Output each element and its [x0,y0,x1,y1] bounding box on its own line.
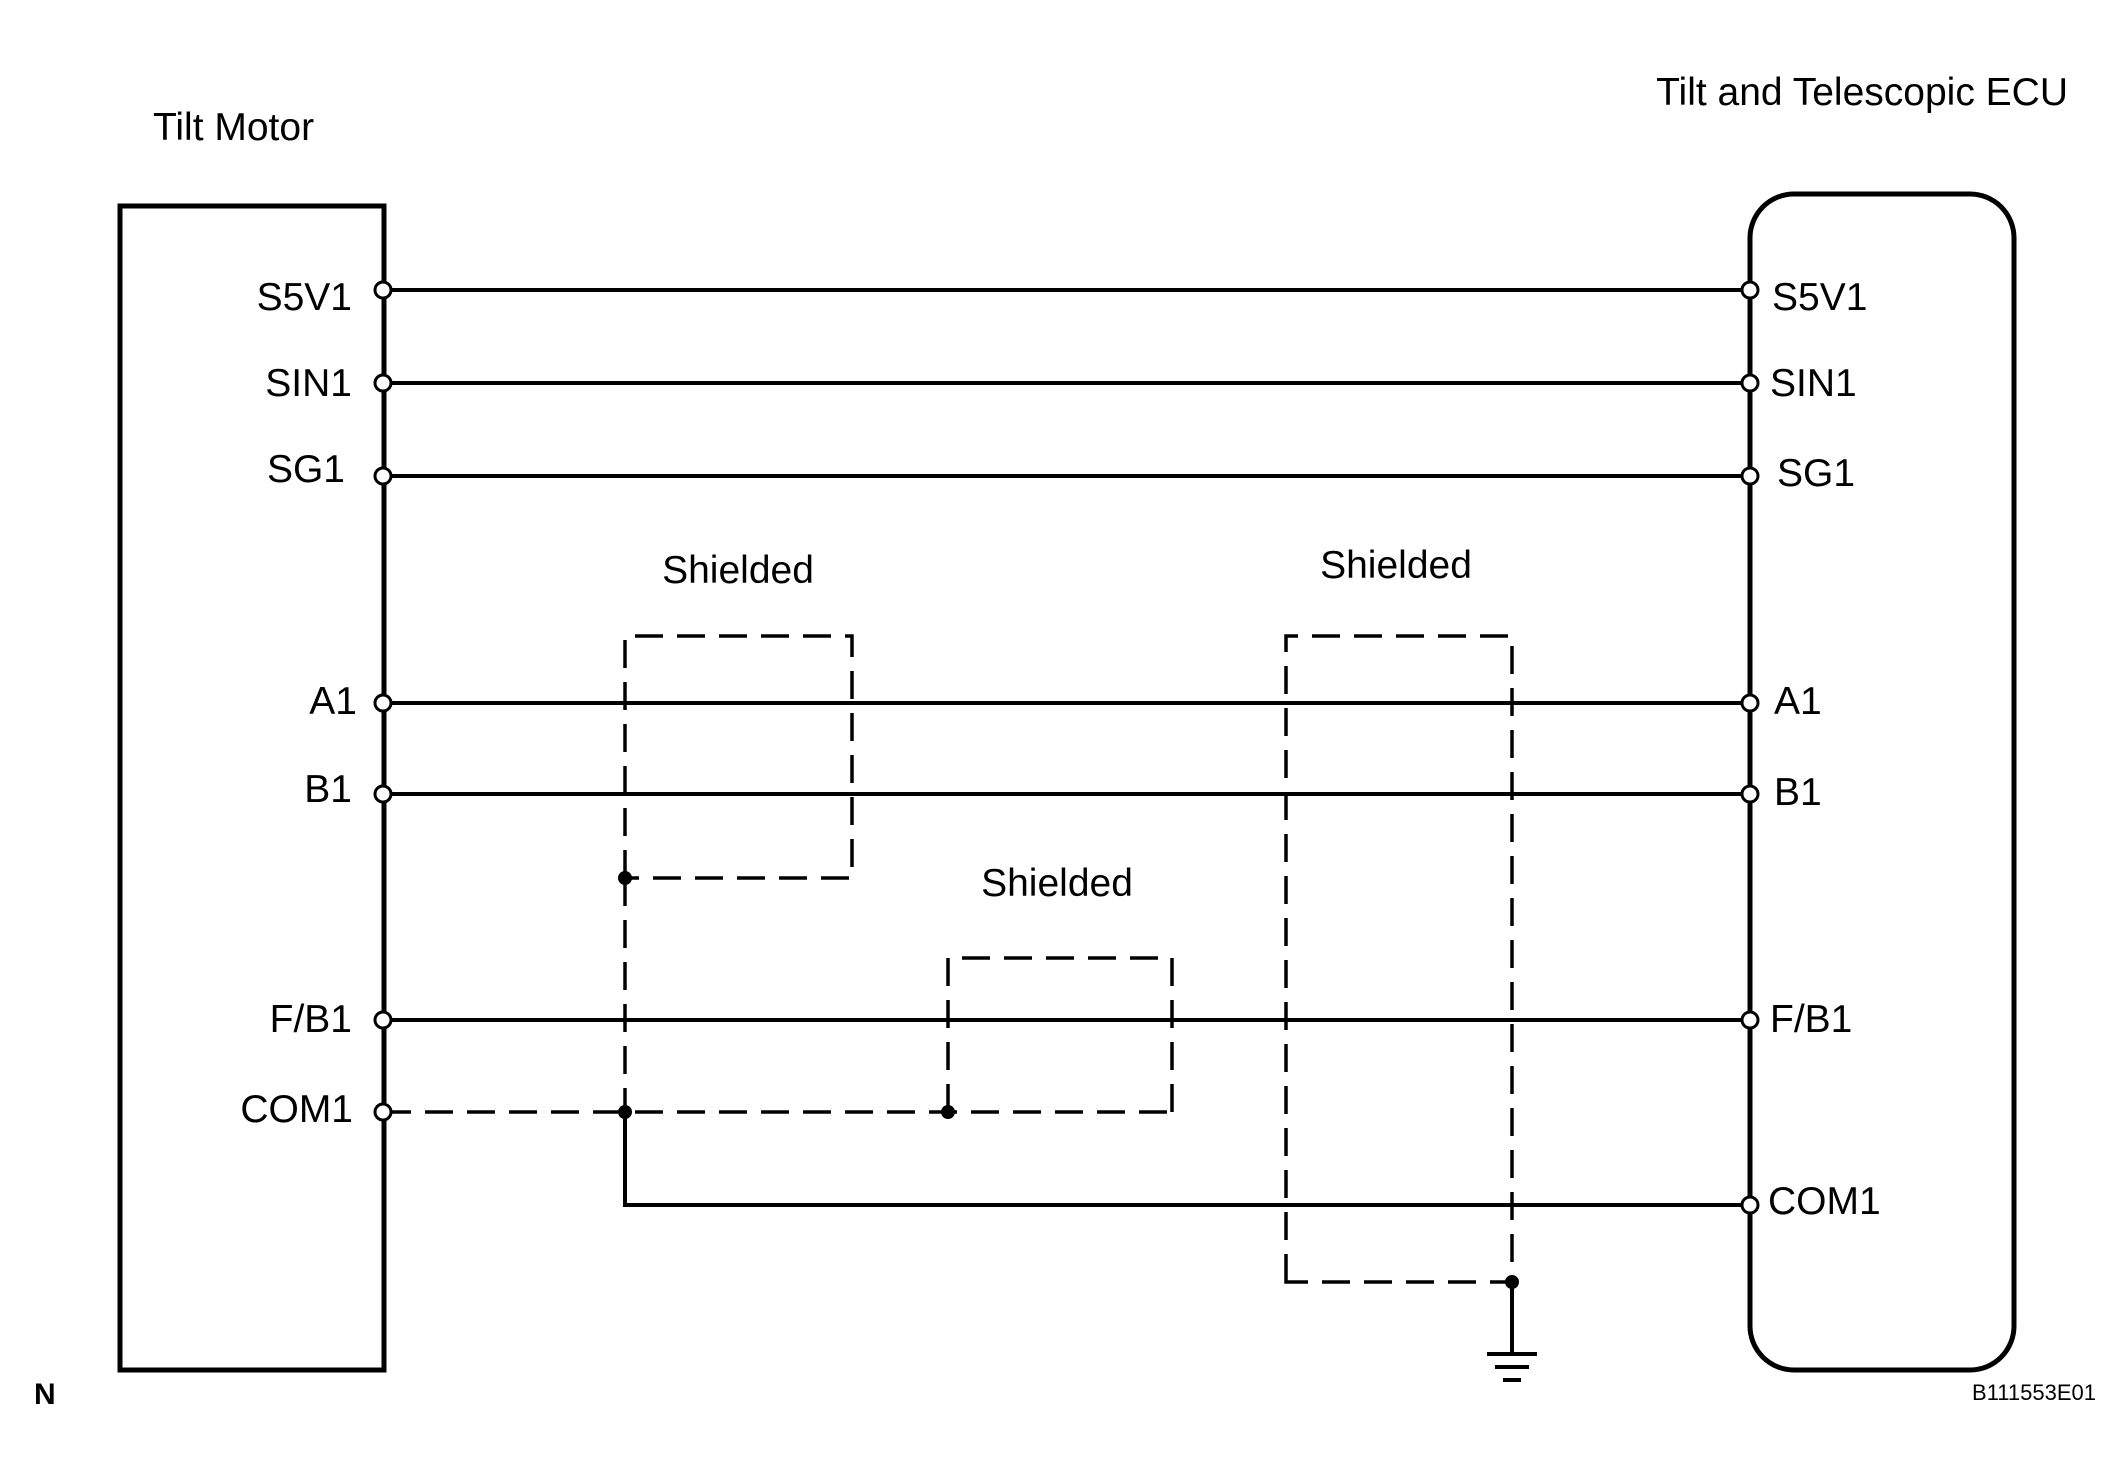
terminal-right-b1 [1740,784,1760,804]
figure-code: B111553E01 [1972,1380,2096,1405]
tilt-motor-title: Tilt Motor [153,106,314,149]
terminal-right-a1 [1740,693,1760,713]
pin-label-left: F/B1 [270,998,352,1041]
pin-label-left: COM1 [240,1088,353,1131]
pin-label-left: B1 [304,768,352,811]
terminal-right-sg1 [1740,466,1760,486]
terminal-left-a1 [373,693,393,713]
pin-label-right: S5V1 [1772,276,1867,319]
shield-label: Shielded [981,862,1133,905]
junction-node [618,871,632,885]
ecu-box [1747,191,2017,1373]
pin-label-right: A1 [1774,680,1822,723]
terminal-right-sin1 [1740,373,1760,393]
pin-label-right: SG1 [1777,452,1855,495]
shield-box-3 [946,956,1174,1112]
terminal-left-com1 [373,1102,393,1122]
ground-icon [1487,1352,1537,1382]
terminal-right-fb1 [1740,1010,1760,1030]
terminal-left-fb1 [373,1010,393,1030]
junction-node [1505,1275,1519,1289]
terminal-left-b1 [373,784,393,804]
shield-box-2 [1284,634,1514,1284]
corner-mark: N [34,1378,56,1411]
pin-label-left: SIN1 [265,362,352,405]
pin-label-right: B1 [1774,771,1822,814]
pin-label-right: F/B1 [1770,998,1852,1041]
terminal-right-com1 [1740,1195,1760,1215]
shield-box-1 [623,634,854,880]
terminal-left-sin1 [373,373,393,393]
pin-label-right: SIN1 [1770,362,1857,405]
junction-node [618,1105,632,1119]
terminal-left-sg1 [373,466,393,486]
pin-label-left: S5V1 [257,276,352,319]
shield-label: Shielded [662,549,814,592]
pin-label-left: SG1 [267,448,345,491]
pin-label-right: COM1 [1768,1180,1881,1223]
terminal-left-s5v1 [373,280,393,300]
shield-label: Shielded [1320,544,1472,587]
terminal-right-s5v1 [1740,280,1760,300]
pin-label-left: A1 [309,680,357,723]
ecu-title: Tilt and Telescopic ECU [1656,71,2068,114]
junction-node [941,1105,955,1119]
wire-com1 [623,1112,1750,1207]
